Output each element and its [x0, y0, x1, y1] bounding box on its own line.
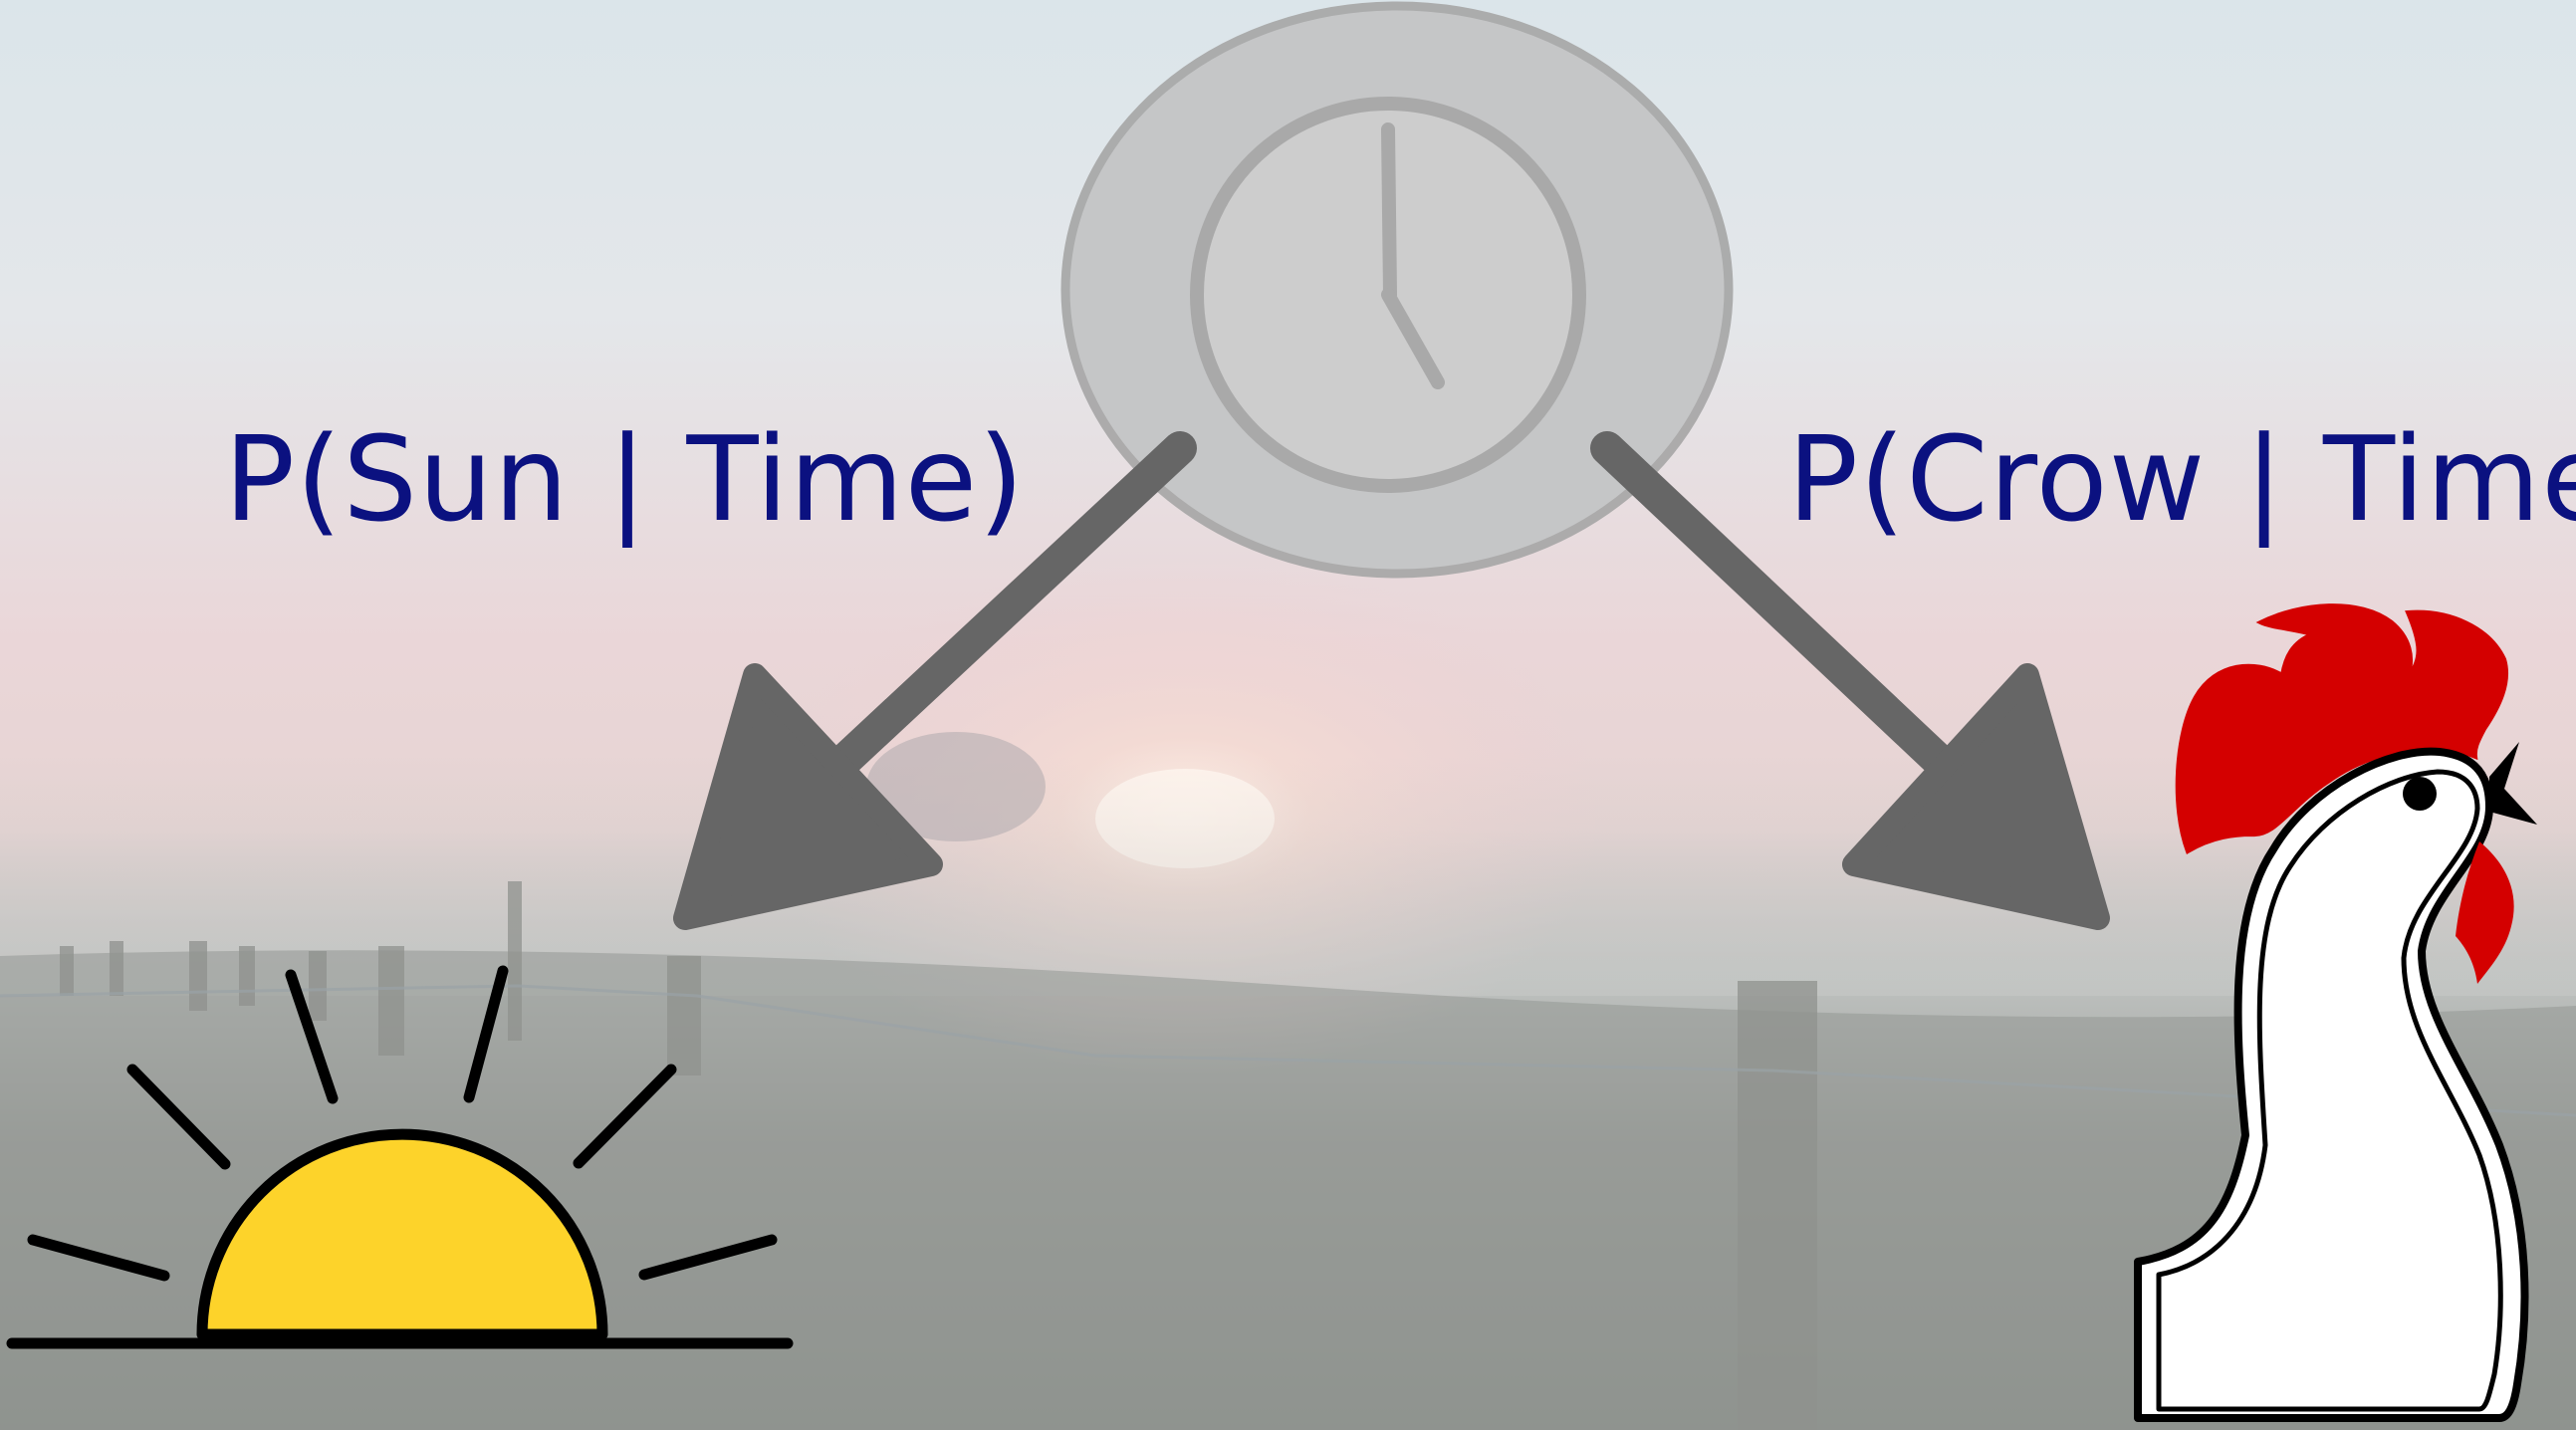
clock-icon — [1197, 104, 1579, 486]
edge-label-crow: P(Crow | Time) — [1787, 420, 2576, 538]
edge-label-sun: P(Sun | Time) — [224, 420, 1025, 538]
